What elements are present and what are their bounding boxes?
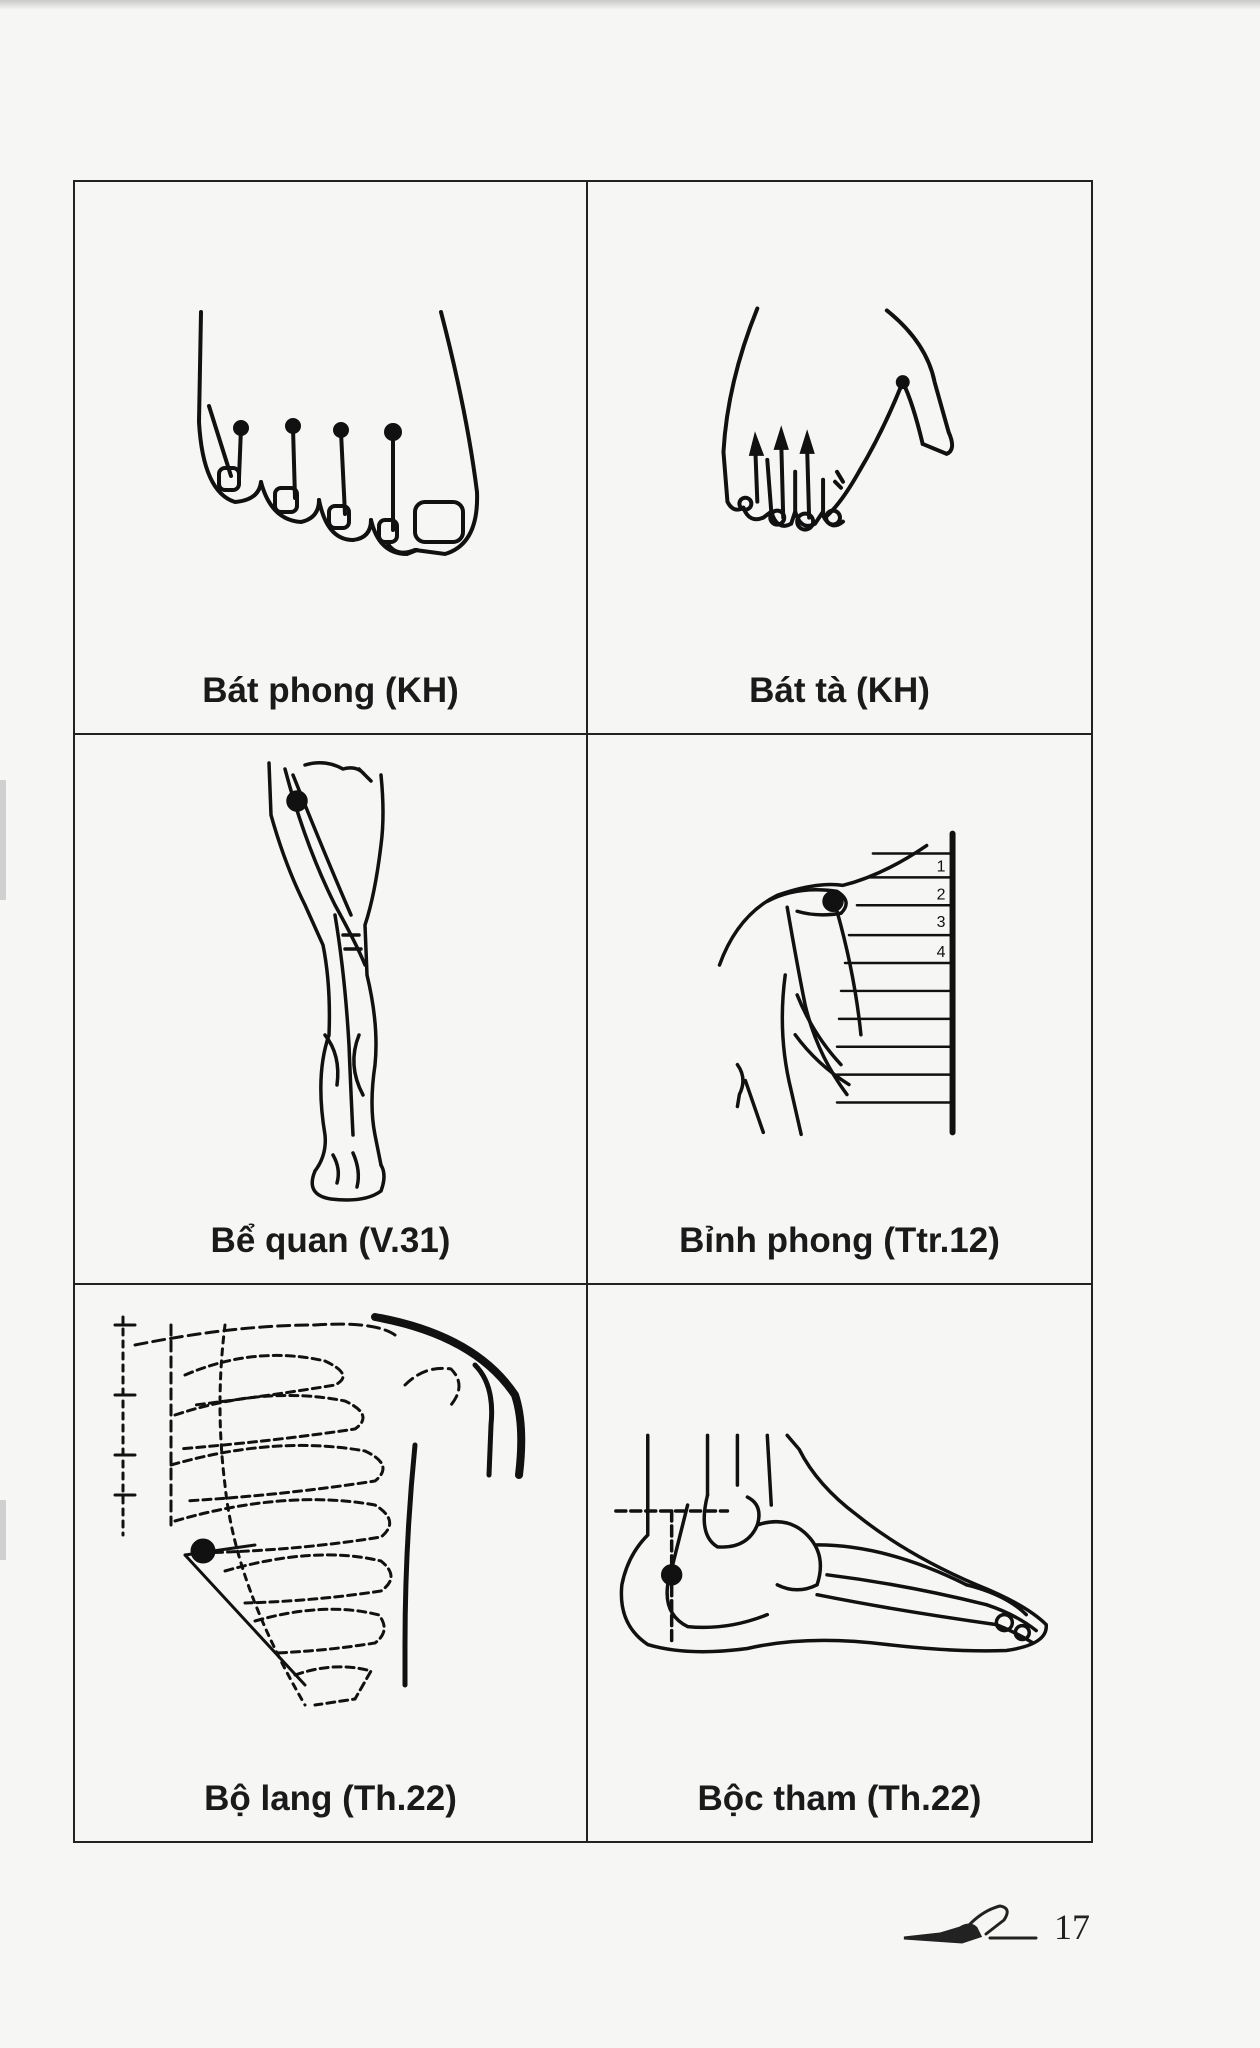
page-number: 17 [1054,1907,1090,1947]
vertebra-label: 2 [937,886,946,903]
figure-caption: Bộ lang (Th.22) [204,1779,457,1818]
toes-icon [196,310,480,557]
scan-left-edge-mark [0,1500,6,1560]
figure-cell-bat-phong: Bát phong (KH) [75,182,588,735]
figure-caption: Bát tà (KH) [749,671,930,710]
figure-caption: Bỉnh phong (Ttr.12) [679,1221,1000,1260]
figure-cell-binh-phong: 1 2 3 4 Bỉnh phong (Ttr.12) [588,735,1091,1285]
figure-cell-bo-lang: Bộ lang (Th.22) [75,1285,588,1841]
figure-cell-be-quan: Bể quan (V.31) [75,735,588,1285]
page-footer: 17 [900,1888,1090,1948]
figure-cell-boc-tham: Bộc tham (Th.22) [588,1285,1091,1841]
acupoint-figure-grid: Bát phong (KH) Bát tà (KH) [73,180,1093,1843]
ribcage-icon [113,1313,526,1707]
decorative-ornament-icon [903,1904,1038,1944]
figure-cell-bat-ta: Bát tà (KH) [588,182,1091,735]
vertebra-label: 4 [937,944,946,961]
figure-caption: Bát phong (KH) [202,671,459,710]
vertebra-labels: 1 2 3 4 [937,858,946,961]
figure-caption: Bể quan (V.31) [210,1221,451,1260]
scapula-spine-icon: 1 2 3 4 [717,830,956,1137]
scan-left-edge-mark [0,780,6,900]
foot-icon [614,1433,1048,1654]
figure-caption: Bộc tham (Th.22) [697,1779,982,1818]
vertebra-label: 1 [937,858,946,875]
hand-fingers-icon [721,306,955,532]
vertebra-label: 3 [937,914,946,931]
scan-top-edge [0,0,1260,10]
leg-icon [267,761,386,1202]
